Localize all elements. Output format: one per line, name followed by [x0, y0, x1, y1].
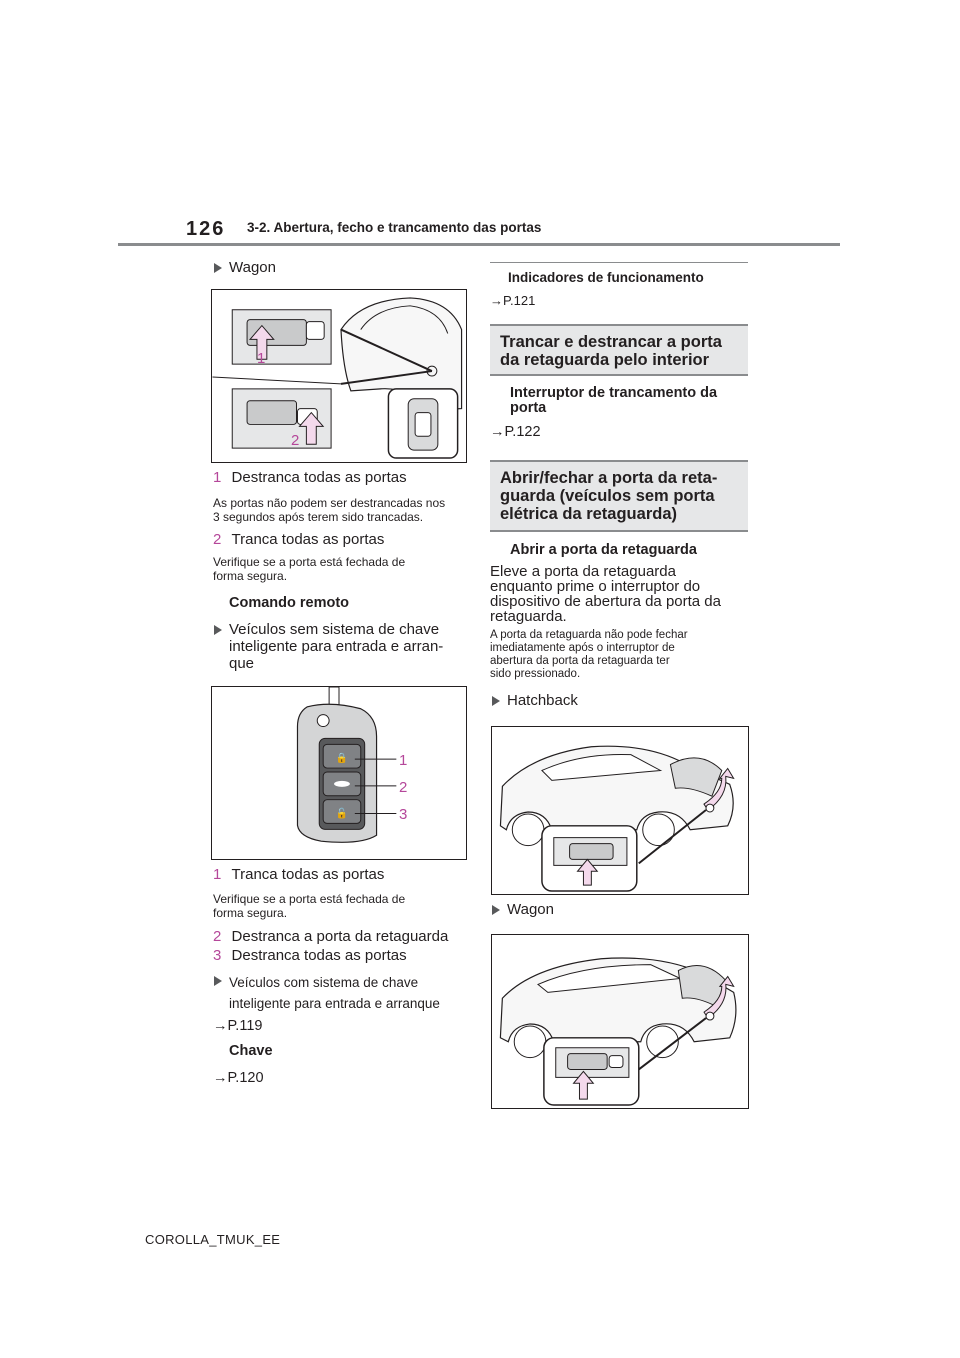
- item-text: Destranca todas as portas: [231, 469, 407, 486]
- line: Veículos com sistema de chave: [229, 975, 419, 990]
- figure-wagon-tailgate: [491, 934, 749, 1109]
- note-a1: As portas não podem ser destrancadas nos…: [213, 496, 445, 524]
- hatchback-label: Hatchback: [492, 692, 578, 709]
- section-header-lock-interior: Trancar e destrancar a porta da retaguar…: [490, 324, 748, 376]
- body-line: retaguarda.: [490, 608, 567, 625]
- item-number: 2: [213, 531, 222, 548]
- rear-lock-switch-illustration: [212, 290, 466, 462]
- item-text: Tranca todas as portas: [231, 866, 385, 883]
- section-header-open-close: Abrir/fechar a porta da reta- guarda (ve…: [490, 460, 748, 532]
- bullet-arrow-icon: [214, 263, 222, 273]
- item-text: Destranca todas as portas: [231, 947, 407, 964]
- document-code: COROLLA_TMUK_EE: [145, 1232, 281, 1247]
- no-smart-key-label: Veículos sem sistema de chave inteligent…: [214, 621, 443, 672]
- heading-line: porta: [510, 400, 547, 416]
- section-title-line: Trancar e destrancar a porta: [500, 333, 722, 351]
- ref-p122[interactable]: →P.122: [490, 424, 541, 440]
- remote-key-illustration: 🔒 🔓: [212, 687, 466, 859]
- note-line: forma segura.: [213, 569, 288, 583]
- svg-text:🔓: 🔓: [336, 807, 348, 819]
- key-callout-3: 3: [399, 806, 408, 823]
- body-line: dispositivo de abertura da porta da: [490, 593, 721, 610]
- remote-heading: Comando remoto: [229, 595, 350, 611]
- note-line: abertura da porta da retaguarda ter: [490, 655, 670, 667]
- header-rule: [118, 243, 840, 246]
- line: inteligente para entrada e arran-: [229, 638, 444, 655]
- chapter-title: 3-2. Abertura, fecho e trancamento das p…: [247, 220, 542, 235]
- line: Veículos sem sistema de chave: [229, 621, 440, 638]
- note-line: sido pressionado.: [490, 668, 581, 680]
- svg-text:🔒: 🔒: [336, 752, 348, 764]
- bullet-arrow-icon: [214, 976, 222, 986]
- bullet-arrow-icon: [492, 696, 500, 706]
- line: que: [229, 655, 255, 672]
- list-item: 1 Tranca todas as portas: [213, 866, 384, 883]
- ref-p121[interactable]: →P.121: [490, 293, 536, 308]
- switch-heading: Interruptor de trancamento da porta: [510, 386, 717, 416]
- figure-callout-1: 1: [257, 350, 266, 367]
- indicators-rule: [490, 262, 748, 263]
- wagon-label-text: Wagon: [507, 901, 554, 918]
- figure-wagon-lock-switch: [211, 289, 467, 463]
- note-line: As portas não podem ser destrancadas nos: [213, 496, 446, 510]
- item-text: Destranca a porta da retaguarda: [231, 928, 449, 945]
- wagon-label-left: Wagon: [214, 259, 276, 276]
- bullet-arrow-icon: [214, 625, 222, 635]
- wagon-illustration: [492, 935, 748, 1108]
- item-text: Tranca todas as portas: [231, 531, 385, 548]
- list-item: 2 Destranca a porta da retaguarda: [213, 928, 448, 945]
- wagon-label-right: Wagon: [492, 901, 554, 918]
- indicators-heading: Indicadores de funcionamento: [508, 270, 704, 285]
- hatchback-label-text: Hatchback: [507, 692, 578, 709]
- chave-heading: Chave: [229, 1043, 273, 1059]
- page-number: 126: [186, 218, 226, 240]
- figure-hatchback-tailgate: [491, 726, 749, 895]
- key-callout-2: 2: [399, 779, 408, 796]
- heading-line: Interruptor de trancamento da: [510, 385, 718, 401]
- note-line: forma segura.: [213, 906, 288, 920]
- note-line: imediatamente após o interruptor de: [490, 642, 675, 654]
- note-b1: Verifique se a porta está fechada de for…: [213, 892, 405, 920]
- hatchback-illustration: [492, 727, 748, 894]
- body-line: Eleve a porta da retaguarda: [490, 563, 676, 580]
- section-title-line: guarda (veículos sem porta: [500, 487, 715, 505]
- item-number: 2: [213, 928, 222, 945]
- note-line: Verifique se a porta está fechada de: [213, 892, 406, 906]
- list-item: 1 Destranca todas as portas: [213, 469, 407, 486]
- open-note: A porta da retaguarda não pode fechar im…: [490, 629, 688, 681]
- note-line: 3 segundos após terem sido trancadas.: [213, 510, 424, 524]
- item-number: 3: [213, 947, 222, 964]
- open-heading: Abrir a porta da retaguarda: [510, 542, 697, 558]
- note-line: A porta da retaguarda não pode fechar: [490, 629, 688, 641]
- list-item: 2 Tranca todas as portas: [213, 531, 384, 548]
- smart-key-label: Veículos com sistema de chave inteligent…: [214, 972, 440, 1014]
- note-a2: Verifique se a porta está fechada de for…: [213, 555, 405, 583]
- line: inteligente para entrada e arranque: [229, 996, 440, 1011]
- figure-remote-key: 🔒 🔓: [211, 686, 467, 860]
- body-line: enquanto prime o interruptor do: [490, 578, 701, 595]
- section-title-line: elétrica da retaguarda): [500, 505, 677, 523]
- ref-p119[interactable]: →P.119: [213, 1018, 263, 1034]
- wagon-label-text: Wagon: [229, 259, 276, 276]
- key-callout-1: 1: [399, 752, 408, 769]
- bullet-arrow-icon: [492, 905, 500, 915]
- list-item: 3 Destranca todas as portas: [213, 947, 407, 964]
- open-body: Eleve a porta da retaguarda enquanto pri…: [490, 564, 721, 624]
- section-title-line: Abrir/fechar a porta da reta-: [500, 469, 718, 487]
- figure-callout-2: 2: [291, 432, 300, 449]
- ref-p120[interactable]: →P.120: [213, 1070, 264, 1086]
- section-title-line: da retaguarda pelo interior: [500, 351, 710, 369]
- item-number: 1: [213, 866, 222, 883]
- note-line: Verifique se a porta está fechada de: [213, 555, 406, 569]
- item-number: 1: [213, 469, 222, 486]
